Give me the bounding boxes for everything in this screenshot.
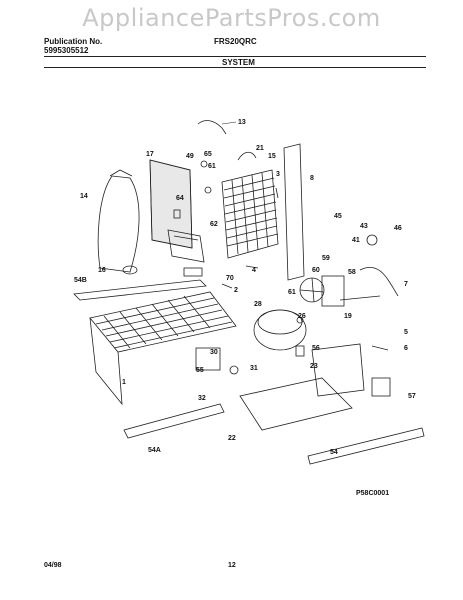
callout-labels: 13 17 49 65 21 15 61 8 3 14 64 62 45 43 … xyxy=(74,119,416,456)
callout: 21 xyxy=(256,145,264,152)
callout: 49 xyxy=(186,153,194,160)
condenser-coil xyxy=(89,291,237,406)
callout: 4 xyxy=(252,267,256,274)
callout: 19 xyxy=(344,313,352,320)
fan-motor xyxy=(321,275,345,307)
overload-part xyxy=(229,365,239,375)
callout: 65 xyxy=(204,151,212,158)
insulation-panel xyxy=(149,159,193,249)
callout: 62 xyxy=(210,221,218,228)
power-cord xyxy=(359,267,399,297)
callout: 5 xyxy=(404,329,408,336)
diagram-code: P58C0001 xyxy=(356,490,390,497)
callout: 57 xyxy=(408,393,416,400)
clip-56 xyxy=(295,345,305,357)
tube-connector xyxy=(237,151,257,161)
callout: 41 xyxy=(352,237,360,244)
tube-part xyxy=(275,187,279,199)
callout: 32 xyxy=(198,395,206,402)
grommet-part xyxy=(204,186,212,194)
header-rule-top xyxy=(44,56,426,57)
callout: 64 xyxy=(176,195,184,202)
drain-trough xyxy=(167,229,205,263)
bag-top xyxy=(109,169,133,177)
callout: 13 xyxy=(238,119,246,126)
callout: 43 xyxy=(360,223,368,230)
callout: 28 xyxy=(254,301,262,308)
rail-54 xyxy=(307,427,425,465)
bracket-54b xyxy=(73,279,207,301)
callout: 7 xyxy=(404,281,408,288)
callout: 1 xyxy=(122,379,126,386)
fitting-part xyxy=(200,160,208,168)
callout: 61 xyxy=(288,289,296,296)
grommet-26 xyxy=(296,316,304,324)
callout: 3 xyxy=(276,171,280,178)
fan-assembly xyxy=(299,277,325,303)
callout: 56 xyxy=(312,345,320,352)
callout: 30 xyxy=(210,349,218,356)
air-channel xyxy=(283,143,305,281)
wire-part xyxy=(371,345,389,351)
footer-page-number: 12 xyxy=(228,562,236,569)
callout: 8 xyxy=(310,175,314,182)
start-relay xyxy=(195,347,221,371)
callout: 31 xyxy=(250,365,258,372)
watermark-text: AppliancePartsPros.com xyxy=(82,4,381,32)
screw-part-2 xyxy=(245,265,259,269)
callout: 14 xyxy=(80,193,88,200)
callout: 55 xyxy=(196,367,204,374)
section-title: SYSTEM xyxy=(222,58,255,67)
switch-part xyxy=(371,377,391,397)
callout: 60 xyxy=(312,267,320,274)
capillary-tube xyxy=(197,120,237,135)
model-number: FRS20QRC xyxy=(214,37,257,46)
callout: 54A xyxy=(148,447,161,454)
callout: 46 xyxy=(394,225,402,232)
callout: 61 xyxy=(208,163,216,170)
publication-label: Publication No. xyxy=(44,37,103,46)
screw-part xyxy=(221,283,233,289)
callout: 2 xyxy=(234,287,238,294)
drain-tube xyxy=(339,295,381,301)
bracket-part xyxy=(183,267,203,277)
footer-date: 04/98 xyxy=(44,562,62,569)
publication-number: 5995305512 xyxy=(44,46,89,55)
callout: 6 xyxy=(404,345,408,352)
relay-part xyxy=(366,234,378,246)
callout: 26 xyxy=(298,313,306,320)
callout: 45 xyxy=(334,213,342,220)
callout: 59 xyxy=(322,255,330,262)
clip-part xyxy=(173,209,181,219)
header-rule-bottom xyxy=(44,67,426,68)
callout: 16 xyxy=(98,267,106,274)
evaporator-coil xyxy=(221,169,279,259)
callout: 58 xyxy=(348,269,356,276)
ring-part xyxy=(122,265,138,275)
callout: 54 xyxy=(330,449,338,456)
callout: 15 xyxy=(268,153,276,160)
callout: 70 xyxy=(226,275,234,282)
callout: 23 xyxy=(310,363,318,370)
insulation-bag xyxy=(97,175,140,273)
callout: 54B xyxy=(74,277,87,284)
bracket-side xyxy=(311,343,365,397)
callout: 17 xyxy=(146,151,154,158)
base-pan xyxy=(239,377,353,431)
rail-54a xyxy=(123,403,225,439)
callout: 22 xyxy=(228,435,236,442)
